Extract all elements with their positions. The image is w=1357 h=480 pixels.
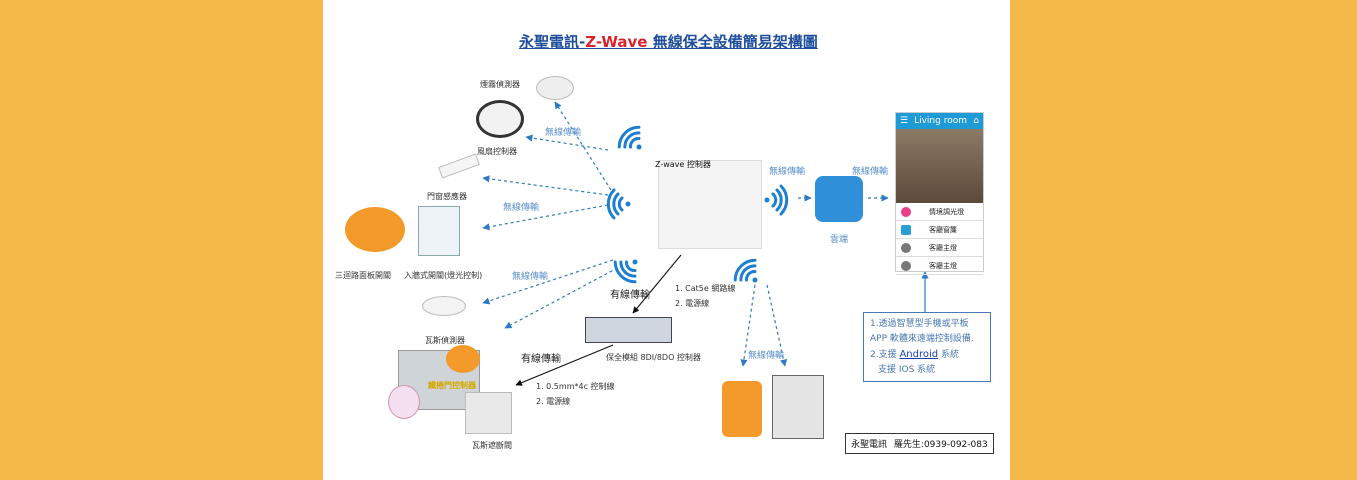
contact-box: 永聖電訊 羅先生:0939-092-083 [845,433,994,454]
phone-menu-row: 客廳窗簾 [896,221,983,239]
bulb-icon [901,242,911,253]
wired-label: 有線傳輸 [610,290,650,301]
wifi-icon [617,125,642,150]
door-lock-icon [722,381,762,437]
contact-person: 羅先生: [893,440,924,450]
diagram-canvas: 永聖電訊-Z-Wave 無線保全設備簡易架構圖 [323,0,1010,480]
in-wall-switch-icon [418,206,460,256]
smoke-detector-icon [536,76,574,100]
info-box: 1.透過智慧型手機或平板 APP 軟體來遠端控制設備. 2.支援 Android… [863,312,991,382]
title-brand: Z-Wave [585,33,648,51]
cloud-icon [815,176,863,222]
connector-layer [482,101,929,386]
panel-switch-icon [345,207,405,252]
wired-label: 有線傳輸 [521,354,561,365]
wireless-label: 無線傳輸 [512,272,549,282]
door-frame-icon [772,375,824,439]
diagram-title: 永聖電訊-Z-Wave 無線保全設備簡易架構圖 [519,31,818,52]
security-module-label: 保全模組 8DI/8DO 控制器 [606,353,701,362]
title-suffix: 無線保全設備簡易架構圖 [647,33,818,51]
door-sensor-label: 門窗感應器 [427,192,467,201]
info-line: 支援 IOS 系統 [878,365,936,375]
wireless-label: 無線傳輸 [545,128,582,138]
phone-header: ☰ Living room ⌂ [896,113,983,129]
fan-controller-label: 風扇控制器 [477,147,517,156]
info-line: APP 軟體來遠端控制設備. [870,334,974,344]
room-photo [896,129,983,203]
cable-note: 2. 電源線 [675,299,710,308]
home-icon: ⌂ [973,116,979,126]
phone-header-title: Living room [914,116,967,126]
gas-valve-icon [465,392,512,434]
light-icon [901,206,911,217]
in-wall-switch-label: 入牆式開關(燈光控制) [404,271,483,280]
fan-controller-icon [476,100,524,138]
wireless-label: 無線傳輸 [852,167,889,177]
contact-company: 永聖電訊 [851,440,888,450]
cable-note: 2. 電源線 [536,397,571,406]
controller-box-icon [446,345,480,373]
wifi-icon [733,258,758,283]
wireless-label: 無線傳輸 [769,167,806,177]
cloud-label: 雲端 [830,235,849,245]
contact-phone: 0939-092-083 [923,440,988,450]
info-line: 2.支援 Android 系統 [870,349,959,360]
title-prefix: 永聖電訊- [519,33,586,51]
wifi-icon [606,188,631,220]
gas-detector-icon [422,296,466,316]
menu-icon: ☰ [900,116,909,126]
remote-icon [388,385,420,419]
phone-mockup: ☰ Living room ⌂ 情境調光燈 客廳窗簾 客廳主燈 客廳主燈 [895,112,984,275]
gas-detector-label: 瓦斯偵測器 [425,336,465,345]
smoke-detector-label: 煙霧偵測器 [480,80,520,89]
panel-switch-label: 三迴路面板開關 [335,271,391,280]
security-module-icon [585,317,672,343]
info-line: 1.透過智慧型手機或平板 [870,319,969,329]
cable-note: 1. 0.5mm*4c 控制線 [536,382,615,391]
wireless-label: 無線傳輸 [748,351,785,361]
zwave-controller-label: Z-wave 控制器 [655,160,711,169]
gas-valve-label: 瓦斯遮斷閥 [472,441,512,450]
phone-menu-row: 客廳主燈 [896,257,983,275]
cable-note: 1. Cat5e 網路線 [675,284,736,293]
wireless-label: 無線傳輸 [503,203,540,213]
wifi-icons [606,125,789,284]
bulb-icon [901,260,911,271]
phone-menu-row: 客廳主燈 [896,239,983,257]
phone-menu-row: 情境調光燈 [896,203,983,221]
wifi-icon [613,259,638,284]
curtain-icon [901,224,911,235]
zwave-controller-icon [658,160,762,249]
shutter-controller-label: 鐵捲門控制器 [428,381,476,390]
wifi-icon [764,184,789,216]
